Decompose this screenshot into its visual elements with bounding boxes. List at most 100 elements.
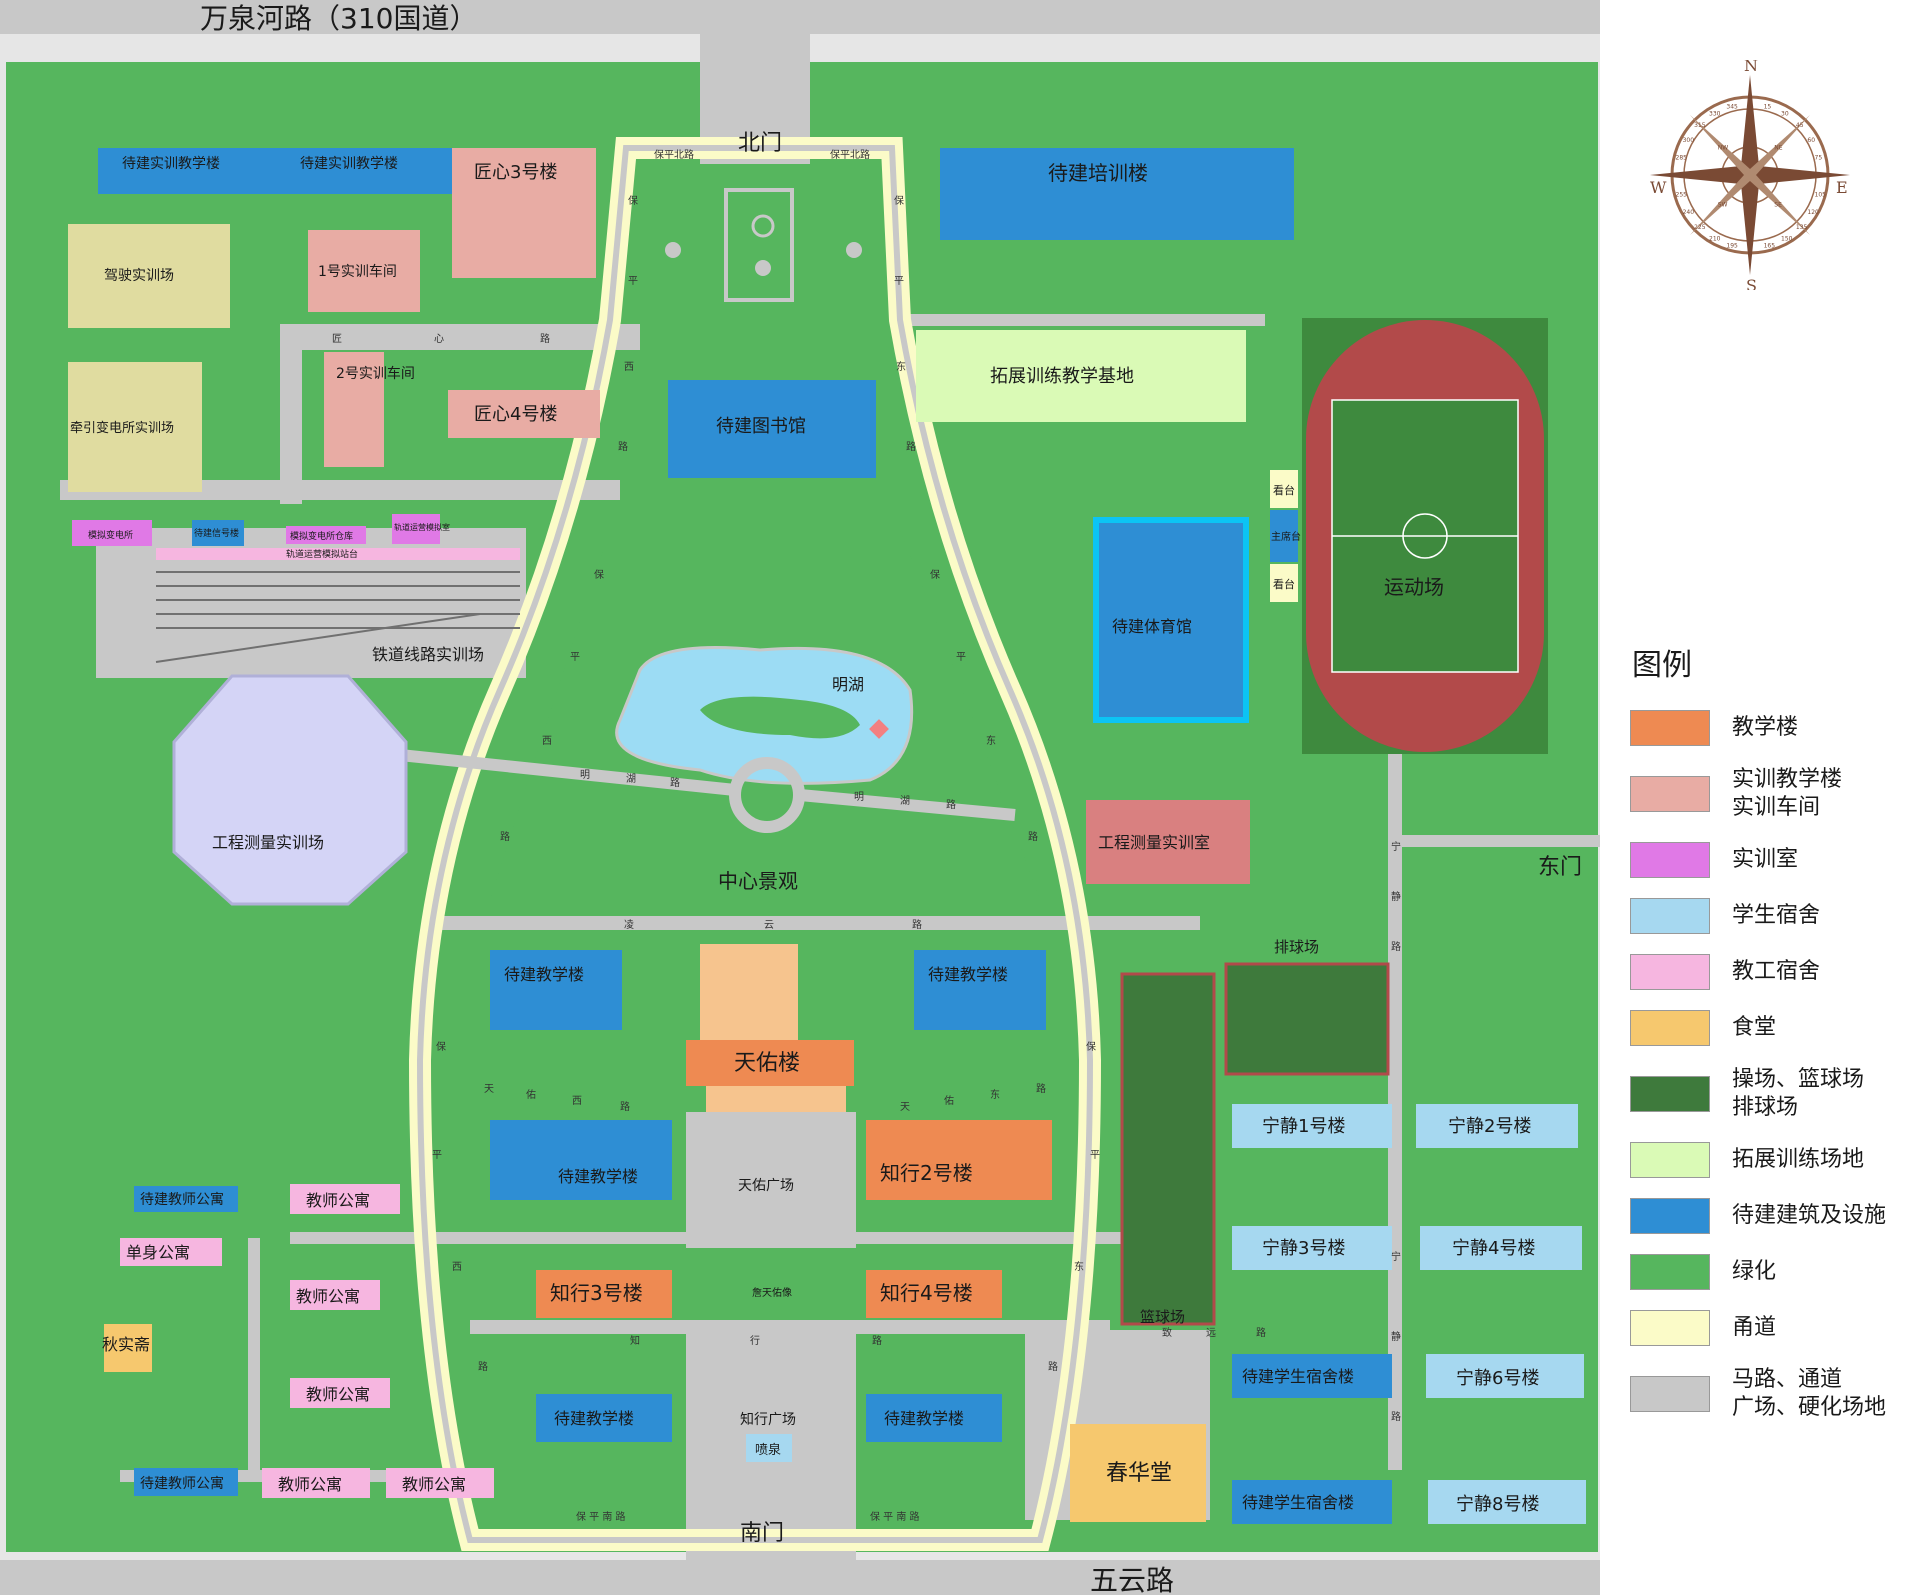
pending-staff-apt-1: [134, 1186, 238, 1212]
legend-label: 甬道: [1732, 1314, 1776, 1342]
chunhua-building: [1070, 1424, 1206, 1522]
label-pending-teach-w: 待建教学楼: [558, 1167, 638, 1186]
east-gate-label: 东门: [1538, 855, 1582, 880]
bottom-road-label: 五云路: [1090, 1564, 1174, 1595]
legend-label-line: 甬道: [1732, 1315, 1777, 1340]
tianyou-east-3: 东: [990, 1088, 1000, 1101]
jiangxin4-building: [448, 390, 600, 438]
compass-mini-label: NE: [1774, 145, 1782, 152]
lingyun-road: [440, 916, 1200, 930]
label-ningjing3: 宁静3号楼: [1262, 1238, 1345, 1259]
label-stand-2: 看台: [1273, 577, 1295, 591]
compass-degree-label: 165: [1764, 243, 1776, 250]
label-rail-sim-platform: 轨道运营模拟站台: [286, 548, 358, 560]
legend-item: 马路、通道广场、硬化场地: [1630, 1366, 1910, 1422]
label-qiushizhai: 秋实斋: [102, 1335, 150, 1354]
rail-sim-platform: [156, 548, 520, 560]
legend-item: 操场、篮球场排球场: [1630, 1066, 1910, 1122]
label-sim-substation: 模拟变电所: [88, 529, 133, 541]
south-gate-label: 南门: [740, 1521, 784, 1546]
ningjing-road: [1388, 750, 1402, 1470]
legend-label: 学生宿舍: [1732, 902, 1820, 930]
compass-degree-label: 120: [1807, 209, 1819, 216]
tianyou-east-2: 佑: [944, 1094, 954, 1107]
label-stand-1: 看台: [1273, 483, 1295, 497]
label-staff-apt-3: 教师公寓: [306, 1385, 370, 1404]
ningjing8-building: [1428, 1480, 1586, 1524]
label-main-stand: 主席台: [1271, 530, 1301, 543]
tianyou-west-3: 西: [572, 1096, 582, 1107]
staff-apt-3: [290, 1378, 390, 1408]
central-walkway-edge: [416, 145, 1094, 1543]
baoping-west-upper-1: 保: [628, 194, 638, 207]
east-low-1: 东: [1074, 1260, 1084, 1273]
label-volleyball: 排球场: [1274, 938, 1319, 956]
label-stadium: 运动场: [1384, 575, 1444, 599]
staff-apt-2: [290, 1280, 380, 1310]
zhixing-road: [470, 1320, 1110, 1334]
compass-mini-label: N: [1746, 133, 1751, 140]
minghu-east-2: 湖: [900, 795, 910, 807]
gym-building: [1093, 517, 1249, 723]
west-low-1: 西: [452, 1262, 462, 1273]
east-mid2-2: 路: [1028, 830, 1038, 843]
compass-point-se: [1750, 175, 1810, 235]
legend-item: 实训室: [1630, 842, 1910, 878]
workshop-2: [324, 352, 384, 467]
label-workshop2: 2号实训车间: [336, 365, 415, 382]
apartment-road-v: [248, 1238, 260, 1478]
compass-degree-label: 285: [1676, 154, 1688, 161]
legend-swatch: [1630, 954, 1710, 990]
baoping-east-upper-2: 平: [894, 276, 904, 287]
east-mid2-1: 东: [986, 734, 996, 747]
compass-mini-label: E: [1786, 173, 1790, 180]
label-staff-apt-4: 教师公寓: [278, 1475, 342, 1494]
pitch-center-circle: [1402, 513, 1448, 559]
west-road-2: 路: [618, 440, 628, 453]
compass-mini-label: S: [1746, 213, 1750, 220]
label-ningjing2: 宁静2号楼: [1448, 1116, 1531, 1137]
legend-title: 图例: [1632, 648, 1692, 683]
legend-swatch: [1630, 1254, 1710, 1290]
label-substation: 牵引变电所实训场: [70, 420, 174, 436]
label-driving: 驾驶实训场: [104, 268, 174, 284]
label-zhixing-square: 知行广场: [740, 1411, 796, 1428]
baoping-east-low-1: 保: [1086, 1040, 1096, 1053]
pending-dorm-2: [1232, 1480, 1392, 1524]
baoping-north-road-2: 保平北路: [830, 148, 870, 161]
legend-label-line: 学生宿舍: [1732, 903, 1821, 928]
legend-item: 教工宿舍: [1630, 954, 1910, 990]
plaza-fountain-2: [751, 214, 775, 238]
minghu-east-1: 明: [854, 791, 864, 803]
road-upper-east: [905, 314, 1265, 326]
compass-mini-label: W: [1706, 173, 1712, 180]
label-survey-field: 工程测量实训场: [212, 833, 324, 852]
zhiyuan-road-3: 路: [1256, 1326, 1266, 1339]
ningjing2-building: [1416, 1104, 1578, 1148]
label-pending-training-1: 待建实训教学楼: [122, 156, 220, 172]
legend-swatch: [1630, 776, 1710, 812]
label-jiangxin4: 匠心4号楼: [474, 404, 557, 425]
legend-item: 教学楼: [1630, 710, 1910, 746]
legend-swatch: [1630, 1076, 1710, 1112]
label-staff-apt-5: 教师公寓: [402, 1475, 466, 1494]
legend-label: 绿化: [1732, 1258, 1776, 1286]
central-square-n: [686, 1112, 856, 1248]
zhixing-road-1: 知: [630, 1334, 640, 1347]
sim-warehouse-room: [286, 526, 366, 544]
label-rail-ops-room: 轨道运营模拟室: [394, 522, 450, 532]
label-tianyou: 天佑楼: [734, 1051, 800, 1076]
legend-label-line: 实训室: [1732, 847, 1799, 872]
pending-dorm-1: [1232, 1354, 1392, 1398]
jiangxin-road-3: 路: [540, 332, 550, 345]
tianyou-building: [686, 1040, 854, 1086]
compass-rose: N E S W 15304560751051201351501651952102…: [1650, 60, 1850, 290]
pending-teach-nw: [490, 950, 622, 1030]
top-highway: [0, 0, 1600, 34]
legend-item: 拓展训练场地: [1630, 1142, 1910, 1178]
baoping-south-road-2: 保 平 南 路: [870, 1510, 920, 1523]
legend-swatch: [1630, 898, 1710, 934]
legend-label-line: 教工宿舍: [1732, 959, 1821, 984]
ningjing2-road-1: 宁: [1391, 1250, 1401, 1263]
pending-training-1: [98, 148, 274, 194]
